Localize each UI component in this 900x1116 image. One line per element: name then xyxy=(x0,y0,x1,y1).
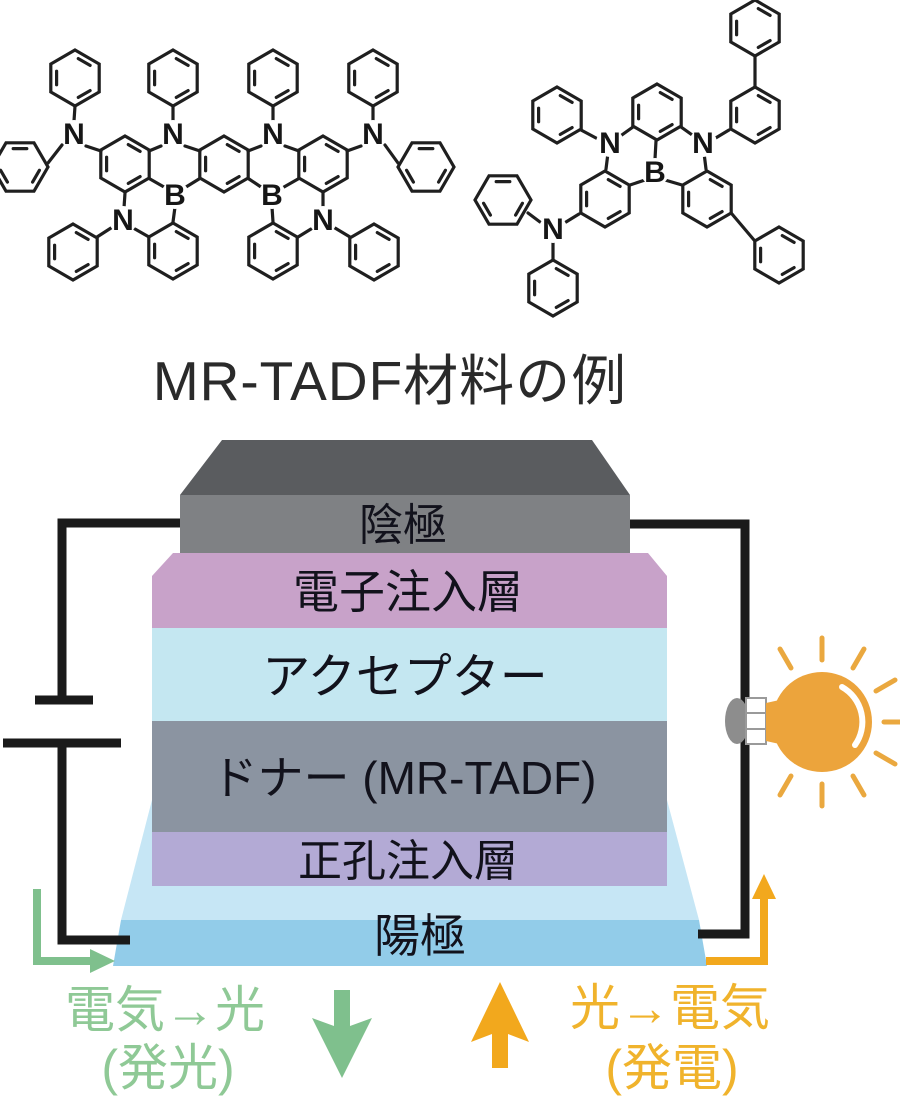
double-bond xyxy=(274,88,290,100)
benzene-ring xyxy=(527,258,579,318)
bonds xyxy=(46,104,400,239)
light-bulb xyxy=(725,635,900,809)
double-bond xyxy=(374,56,390,68)
arrowhead-right xyxy=(90,949,115,973)
label-anode: 陽極 xyxy=(374,910,466,962)
double-bond xyxy=(756,125,772,136)
atom-label: N xyxy=(692,127,714,160)
atom-label: N xyxy=(312,204,334,237)
double-bond xyxy=(76,56,92,68)
layer-cathode-top xyxy=(180,440,630,495)
atom-label: B xyxy=(261,179,283,212)
double-bond xyxy=(375,263,391,273)
double-bond xyxy=(0,168,10,184)
double-bond xyxy=(756,7,772,17)
bulb-rays xyxy=(777,635,900,809)
benzene-ring xyxy=(0,141,50,193)
double-bond xyxy=(658,90,674,102)
double-bond xyxy=(375,231,391,241)
emission-label-line2: (発光) xyxy=(101,1040,235,1096)
label-cathode: 陰極 xyxy=(359,501,447,550)
double-bond xyxy=(30,168,42,184)
atom-label: N xyxy=(542,213,564,246)
molecule-right: N N B N xyxy=(473,0,805,318)
generation-label-line1: 光→電気 xyxy=(570,980,770,1036)
layer-acceptor xyxy=(152,628,667,721)
arrowhead-up xyxy=(752,874,776,899)
double-bond xyxy=(780,234,796,244)
emission-label-line1: 電気→光 xyxy=(65,982,265,1038)
double-bond xyxy=(274,230,290,240)
double-bond xyxy=(756,38,772,50)
molecule-structures: N N N N B B N N xyxy=(0,0,805,318)
label-acceptor: アクセプター xyxy=(262,651,548,704)
benzene-ring xyxy=(531,85,583,145)
emission-elbow-arrow xyxy=(33,889,115,973)
double-bond xyxy=(324,175,340,185)
label-electron-injection: 電子注入層 xyxy=(293,566,523,618)
double-bond xyxy=(554,299,570,309)
double-bond xyxy=(225,143,241,153)
double-bond xyxy=(126,143,142,153)
double-bond xyxy=(658,122,674,133)
generation-elbow-arrow xyxy=(706,874,776,965)
layer-donor xyxy=(152,721,667,832)
layer-hole-injection xyxy=(152,832,667,886)
double-bond xyxy=(437,168,447,184)
double-bond xyxy=(76,88,92,100)
label-hole-injection: 正孔注入層 xyxy=(298,837,518,886)
double-bond xyxy=(606,178,622,188)
wire-left-bottom xyxy=(57,743,130,945)
double-bond xyxy=(558,125,574,136)
atom-label: N xyxy=(162,118,184,151)
generation-label-line2: (発電) xyxy=(605,1040,739,1096)
layer-electron-injection xyxy=(152,553,667,628)
benzene-ring xyxy=(729,85,781,145)
double-bond xyxy=(126,175,142,185)
double-bond xyxy=(708,210,724,220)
double-bond xyxy=(756,93,772,105)
atom-label: N xyxy=(262,118,284,151)
double-bond xyxy=(374,88,390,100)
label-donor: ドナー (MR-TADF) xyxy=(212,752,597,804)
benzene-ring xyxy=(473,174,533,226)
double-bond xyxy=(274,262,290,272)
double-bond xyxy=(780,266,796,276)
molecule-left: N N N N B B N N xyxy=(0,48,456,282)
benzene-ring xyxy=(396,141,456,193)
bulb-glass xyxy=(772,672,872,772)
bulb-threads xyxy=(745,697,767,745)
layer-cathode xyxy=(180,495,630,553)
double-bond xyxy=(606,210,622,220)
double-bond xyxy=(324,143,340,153)
layer-anode xyxy=(113,920,707,966)
double-bond xyxy=(174,262,190,272)
double-bond xyxy=(554,267,570,277)
double-bond xyxy=(274,56,290,68)
atom-label: N xyxy=(63,118,85,151)
wire-left-top xyxy=(57,518,180,700)
double-bond xyxy=(174,56,190,68)
generation-up-arrow xyxy=(471,982,529,1068)
emission-down-arrow xyxy=(312,990,372,1078)
double-bond xyxy=(74,263,90,273)
double-bond xyxy=(174,88,190,100)
atom-label: N xyxy=(599,127,621,160)
double-bond xyxy=(482,201,492,217)
atom-label: B xyxy=(164,179,186,212)
double-bond xyxy=(74,231,90,241)
double-bond xyxy=(405,168,415,184)
bulb-highlight xyxy=(839,684,866,748)
figure-caption: MR-TADF材料の例 xyxy=(152,350,628,412)
double-bond xyxy=(558,93,574,105)
double-bond xyxy=(708,178,724,188)
atom-label: B xyxy=(644,156,666,189)
double-bond xyxy=(174,230,190,240)
atom-label: N xyxy=(362,118,384,151)
double-bond xyxy=(225,175,241,185)
bulb-socket-knob xyxy=(725,698,749,744)
double-bond xyxy=(513,201,525,217)
atom-label: N xyxy=(112,204,134,237)
